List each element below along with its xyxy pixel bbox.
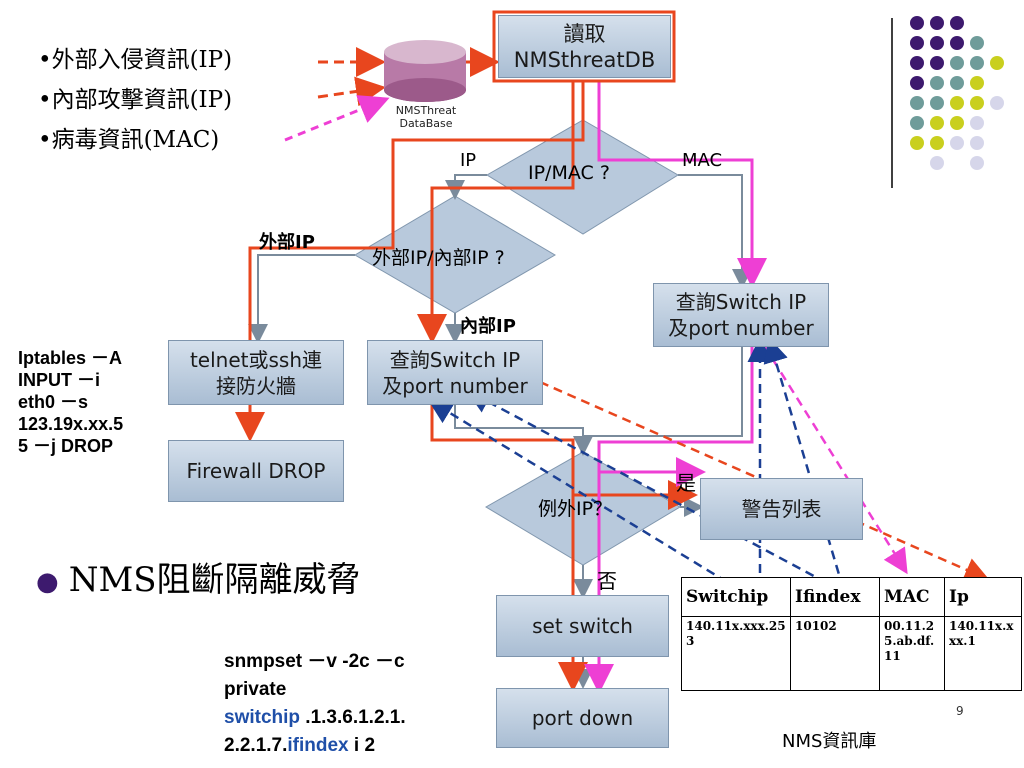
query-left-line2: 及port number bbox=[382, 373, 528, 398]
edge-label-external-ip: 外部IP bbox=[259, 232, 315, 253]
port-down-label: port down bbox=[531, 706, 634, 730]
snmp-line3: switchip .1.3.6.1.2.1. bbox=[224, 704, 406, 732]
col-ip: Ip bbox=[944, 577, 1022, 617]
bullet-virus-info: •病毒資訊(MAC) bbox=[38, 120, 219, 154]
heading-bullet: ● bbox=[36, 567, 59, 597]
snmp-line2: private bbox=[224, 679, 287, 700]
warning-list-box: 警告列表 bbox=[700, 478, 863, 540]
heading-text: NMS阻斷隔離威脅 bbox=[68, 560, 361, 600]
firewall-drop-label: Firewall DROP bbox=[186, 459, 326, 483]
iptables-line: 123.19x.xx.5 bbox=[18, 414, 124, 434]
query-switch-right-box: 查詢Switch IP 及port number bbox=[653, 283, 829, 347]
query-right-line2: 及port number bbox=[668, 316, 814, 340]
edge-label-no: 否 bbox=[597, 569, 617, 593]
snmp-ifindex: ifindex bbox=[287, 735, 349, 756]
query-left-line1: 查詢Switch IP bbox=[389, 347, 521, 372]
ip-mac-decision-label: IP/MAC ? bbox=[528, 162, 610, 184]
snmp-value: i 2 bbox=[348, 735, 376, 756]
section-heading: ● NMS阻斷隔離威脅 bbox=[36, 552, 361, 601]
query-switch-left-box: 查詢Switch IP 及port number bbox=[367, 340, 543, 405]
edge-label-ip: IP bbox=[460, 150, 477, 171]
bullet-mark: • bbox=[38, 47, 52, 73]
table-row: 140.11x.xxx.253 10102 00.11.25.ab.df.11 … bbox=[681, 616, 1022, 691]
iptables-command: Iptables －A INPUT －i eth0 －s 123.19x.xx.… bbox=[18, 347, 123, 457]
database-label-line2: DataBase bbox=[399, 117, 453, 130]
bullet-text: 內部攻擊資訊(IP) bbox=[51, 87, 233, 113]
set-switch-label: set switch bbox=[532, 614, 633, 638]
edge-label-mac: MAC bbox=[682, 150, 723, 171]
port-down-box: port down bbox=[496, 688, 669, 748]
read-db-line1: 讀取 bbox=[563, 21, 606, 46]
table-header-row: Switchip Ifindex MAC Ip bbox=[681, 577, 1022, 617]
iptables-line: eth0 －s bbox=[18, 392, 89, 412]
bullet-external-intrusion: •外部入侵資訊(IP) bbox=[38, 40, 232, 74]
telnet-line2: 接防火牆 bbox=[215, 373, 296, 398]
telnet-firewall-box: telnet或ssh連 接防火牆 bbox=[168, 340, 344, 405]
telnet-line1: telnet或ssh連 bbox=[189, 347, 323, 372]
iptables-line: INPUT －i bbox=[18, 370, 101, 390]
edge-label-yes: 是 bbox=[676, 471, 696, 495]
col-ifindex: Ifindex bbox=[790, 577, 880, 617]
bullet-mark: • bbox=[38, 127, 52, 153]
bullet-text: 外部入侵資訊(IP) bbox=[51, 47, 233, 73]
set-switch-box: set switch bbox=[496, 595, 669, 657]
snmp-line4: 2.2.1.7.ifindex i 2 bbox=[224, 732, 406, 760]
database-icon bbox=[384, 40, 466, 102]
bullet-internal-attack: •內部攻擊資訊(IP) bbox=[38, 80, 232, 114]
ext-int-decision-label: 外部IP/內部IP ? bbox=[372, 247, 505, 269]
nms-caption: NMS資訊庫 bbox=[782, 731, 877, 752]
edge-label-internal-ip: 內部IP bbox=[460, 316, 516, 337]
snmp-switchip: switchip bbox=[224, 707, 301, 728]
exception-decision-label: 例外IP？ bbox=[538, 498, 613, 520]
bullet-text: 病毒資訊(MAC) bbox=[51, 127, 220, 153]
snmp-oid-tail: 2.2.1.7. bbox=[224, 735, 288, 756]
database-label: NMSThreat DataBase bbox=[380, 104, 472, 130]
firewall-drop-box: Firewall DROP bbox=[168, 440, 344, 502]
cell-ifindex: 10102 bbox=[790, 616, 880, 691]
col-switchip: Switchip bbox=[681, 577, 791, 617]
read-db-line2: NMSthreatDB bbox=[513, 47, 656, 72]
bullet-mark: • bbox=[38, 87, 52, 113]
cell-mac: 00.11.25.ab.df.11 bbox=[879, 616, 945, 691]
snmp-command: snmpset －v -2c －c private switchip .1.3.… bbox=[224, 648, 406, 760]
database-label-line1: NMSThreat bbox=[395, 104, 457, 117]
nms-info-table: Switchip Ifindex MAC Ip 140.11x.xxx.253 … bbox=[681, 577, 1022, 691]
iptables-line: Iptables －A bbox=[18, 348, 123, 368]
read-db-highlight bbox=[492, 10, 676, 83]
snmp-line1: snmpset －v -2c －c bbox=[224, 651, 405, 672]
read-db-box: 讀取 NMSthreatDB bbox=[498, 15, 671, 78]
page-number: 9 bbox=[956, 704, 964, 718]
cell-ip: 140.11x.xxx.1 bbox=[944, 616, 1022, 691]
snmp-oid-part: .1.3.6.1.2.1. bbox=[300, 707, 406, 728]
col-mac: MAC bbox=[879, 577, 945, 617]
warning-list-label: 警告列表 bbox=[741, 497, 822, 521]
query-right-line1: 查詢Switch IP bbox=[675, 290, 807, 314]
cell-switchip: 140.11x.xxx.253 bbox=[681, 616, 791, 691]
ip-mac-diamond bbox=[486, 119, 679, 235]
iptables-line: 5 －j DROP bbox=[18, 436, 114, 456]
